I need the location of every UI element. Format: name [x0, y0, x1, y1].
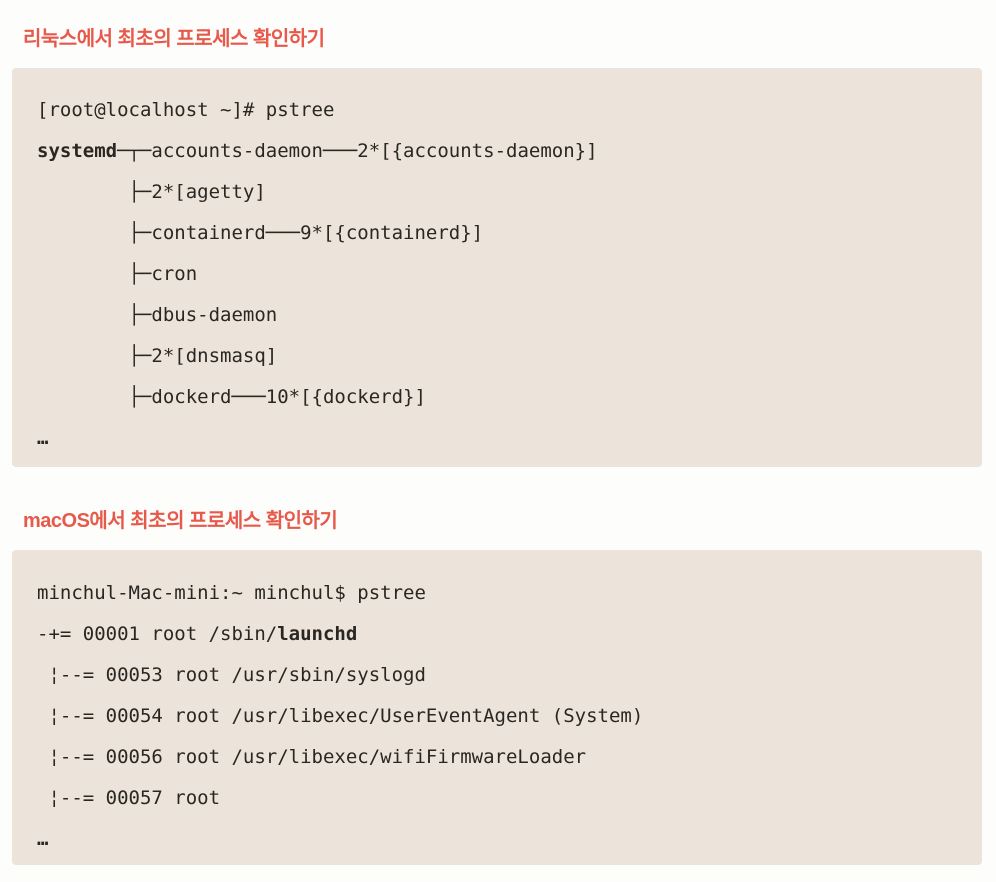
macos-section-heading: macOS에서 최초의 프로세스 확인하기 — [23, 510, 338, 532]
linux-section-heading: 리눅스에서 최초의 프로세스 확인하기 — [23, 28, 325, 50]
code-line: … — [37, 427, 49, 449]
code-line: ├─containerd───9*[{containerd}] — [37, 222, 484, 244]
code-line: ¦--= 00053 root /usr/sbin/syslogd — [37, 664, 426, 686]
macos-pstree-section: macOS에서 최초의 프로세스 확인하기 minchul-Mac-mini:~… — [12, 467, 984, 865]
code-line: … — [37, 828, 49, 850]
code-line: ├─dbus-daemon — [37, 304, 278, 326]
code-line: ¦--= 00054 root /usr/libexec/UserEventAg… — [37, 705, 644, 727]
code-line: ├─2*[agetty] — [37, 181, 266, 203]
linux-pstree-section: 리눅스에서 최초의 프로세스 확인하기 [root@localhost ~]# … — [12, 0, 984, 467]
macos-terminal-output: minchul-Mac-mini:~ minchul$ pstree -+= 00… — [12, 550, 982, 865]
code-line: systemd─┬─accounts-daemon───2*[{accounts… — [37, 140, 598, 162]
code-line: [root@localhost ~]# pstree — [37, 99, 335, 121]
code-line: ├─cron — [37, 263, 198, 285]
code-line: -+= 00001 root /sbin/launchd — [37, 623, 358, 645]
code-line: ¦--= 00057 root — [37, 787, 221, 809]
code-line: ├─2*[dnsmasq] — [37, 345, 278, 367]
code-line: ├─dockerd───10*[{dockerd}] — [37, 386, 426, 408]
linux-terminal-output: [root@localhost ~]# pstree systemd─┬─acco… — [12, 68, 982, 467]
code-line: ¦--= 00056 root /usr/libexec/wifiFirmwar… — [37, 746, 587, 768]
code-line: minchul-Mac-mini:~ minchul$ pstree — [37, 582, 426, 604]
